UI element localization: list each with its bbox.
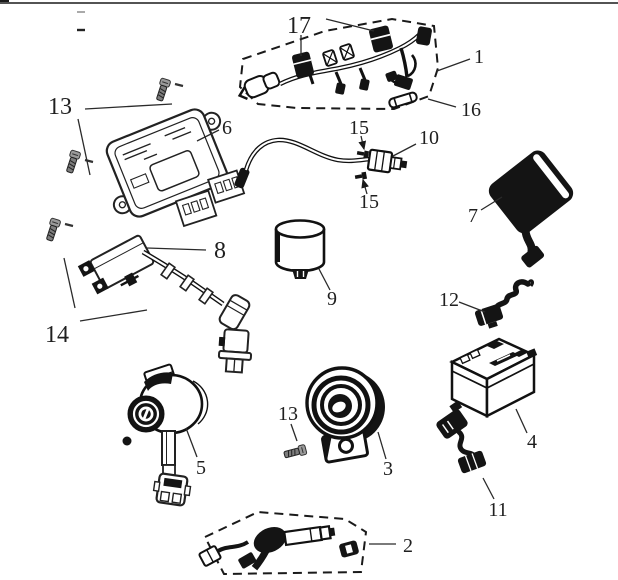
part-label-7: 7 — [468, 205, 478, 227]
part-label-10: 10 — [419, 127, 439, 149]
sensor-left-connector — [198, 545, 222, 567]
harness-connector-b — [369, 25, 393, 53]
callout-labels: 17 1 16 13 6 15 10 15 7 8 9 12 14 13 5 3… — [45, 13, 537, 557]
harness-connector-right — [416, 26, 432, 46]
horn — [305, 366, 385, 464]
ignition-coil-body — [77, 234, 155, 295]
flasher-relay — [274, 219, 326, 279]
wiring-harness-group — [237, 17, 440, 111]
screw-14 — [44, 217, 62, 243]
fuse — [388, 91, 418, 109]
harness-stub — [308, 74, 315, 85]
part-label-3: 3 — [383, 458, 393, 480]
part-label-5: 5 — [196, 457, 206, 479]
switch-stem — [161, 430, 176, 466]
harness-connector-small-1 — [322, 49, 338, 67]
part-label-16: 16 — [461, 99, 481, 121]
screw-13-top — [154, 77, 172, 103]
sensor-barrel — [283, 525, 336, 547]
harness-dashed-boundary — [238, 17, 440, 111]
lead-wire-11-connector-top — [436, 400, 468, 439]
lead-wire-11 — [436, 400, 487, 474]
rectifier — [488, 150, 574, 268]
harness-connector-small-2 — [339, 43, 355, 61]
screw-15-top — [356, 150, 370, 159]
sensor-foot — [238, 552, 257, 569]
cdi-unit — [105, 108, 246, 228]
part-label-14: 14 — [45, 322, 69, 348]
part-label-13-top: 13 — [48, 94, 72, 120]
part-label-13-bottom: 13 — [278, 403, 298, 425]
ignition-switch — [122, 363, 209, 507]
sensor-dashed-boundary — [203, 510, 368, 576]
leader-lines — [63, 18, 528, 545]
switch-pin — [122, 436, 132, 446]
battery — [449, 337, 538, 419]
part-label-12: 12 — [439, 289, 459, 311]
switch-body — [366, 148, 408, 174]
part-label-4: 4 — [527, 431, 537, 453]
harness-stub-connector-1 — [334, 71, 346, 95]
ignition-coil-group — [77, 234, 253, 374]
cdi-connector-block-1 — [174, 189, 218, 228]
switch-connector — [152, 472, 192, 507]
battery-terminal — [487, 341, 504, 349]
battery-handle — [489, 352, 519, 366]
lead-wire-12 — [474, 279, 534, 329]
cable-switch-group — [234, 137, 408, 189]
part-label-8: 8 — [214, 238, 226, 264]
cdi-label-marks — [122, 127, 192, 161]
sensor-body — [251, 526, 287, 571]
part-label-17: 17 — [287, 13, 311, 39]
screw-15-bottom — [354, 171, 368, 180]
harness-branch-right — [394, 47, 417, 90]
harness-connector-a — [292, 51, 314, 79]
screw-13-bottom — [282, 443, 308, 461]
sensor-wire-set-group — [198, 510, 368, 576]
part-label-15-bottom: 15 — [359, 191, 379, 213]
part-label-1: 1 — [474, 46, 484, 68]
part-label-2: 2 — [403, 535, 413, 557]
part-label-9: 9 — [327, 288, 337, 310]
harness-stub-connector-3 — [385, 70, 399, 86]
lead-wire-12-connector — [474, 304, 504, 329]
part-label-6: 6 — [222, 117, 232, 139]
part-label-11: 11 — [488, 499, 507, 521]
lead-wire-11-connector-bottom — [457, 450, 487, 474]
screw-13-left — [64, 149, 82, 175]
spark-plug-cap-lower — [217, 328, 253, 374]
harness-socket-connector — [237, 71, 281, 101]
harness-stub-connector-2 — [358, 67, 370, 91]
part-label-15-top: 15 — [349, 117, 369, 139]
spare-connector-2 — [339, 540, 359, 558]
spark-plug-cap-upper — [218, 294, 251, 331]
